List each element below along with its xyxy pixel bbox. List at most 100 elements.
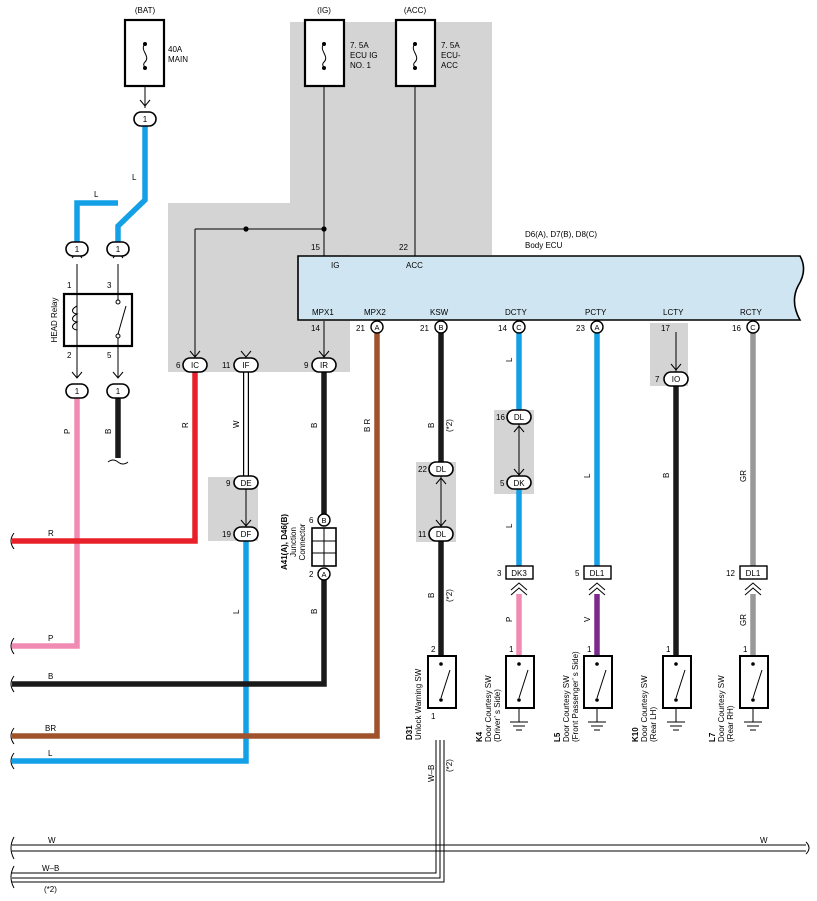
svg-text:DE: DE [240,479,251,488]
svg-text:B: B [321,516,326,525]
ecu-pin-lcty-num: 17 [661,324,670,333]
svg-text:DK3: DK3 [511,569,527,578]
ig-fuse-name: ECU IG [350,51,378,60]
wire-label-r: R [181,422,190,428]
svg-text:A: A [321,570,326,579]
svg-text:IF: IF [242,361,249,370]
wire-label-l-dcty2: L [505,523,514,528]
head-relay: 1 3 2 5 HEAD Relay [50,251,134,379]
svg-text:DL1: DL1 [590,569,605,578]
wire-label-star2b: (*2) [445,589,454,602]
bottom-buses: W W W–B (*2) [12,740,810,894]
wire-label-l-pcty: L [583,473,592,478]
wire-label-b-ksw1: B [427,423,436,428]
junction-line2: Connector [298,523,307,560]
bus-star-label: (*2) [44,885,57,894]
switch-k10: 1 K10 Door Courtesy SW (Rear LH) [631,645,692,742]
wire-label-gr-rcty1: GR [739,470,748,482]
svg-text:DF: DF [241,530,252,539]
switch-l5: 1 L5 Door Courtesy SW (Front Passenger’ … [553,645,613,742]
svg-text:2: 2 [309,570,314,579]
ecu-id: D6(A), D7(B), D8(C) [525,230,597,239]
connector-de: DE 9 [226,475,259,490]
left-bus-p-label: P [48,634,53,643]
connector-dl1-rcty: DL1 12 [726,565,768,596]
ig-fuse-name2: NO. 1 [350,61,371,70]
svg-text:1: 1 [666,645,671,654]
svg-text:2: 2 [431,645,436,654]
wire-label-b-lcty: B [662,473,671,478]
ecu-pin-dcty-num: 14 [498,324,507,333]
ig-label: (IG) [317,6,331,15]
switch-l5-name: Door Courtesy SW [562,675,571,742]
connector-relay-out-left: 1 [65,383,89,399]
ecu-pin-letter-a-mpx2: A [370,320,384,334]
svg-text:A: A [374,323,379,332]
relay-pin-2: 2 [67,351,72,360]
switch-l7-name: Door Courtesy SW [717,675,726,742]
junction-block-shade [168,22,492,372]
svg-text:12: 12 [726,569,735,578]
wire-label-l-top: L [132,173,137,182]
svg-text:1: 1 [509,645,514,654]
acc-fuse-amp: 7. 5A [441,41,460,50]
switch-k4-code: K4 [475,731,484,742]
svg-text:1: 1 [116,245,121,254]
junction-connector: B 6 A 2 A41(A), D46(B) Junction Connecto… [280,513,337,581]
ecu-pin-letter-c-rcty: C [746,320,760,334]
svg-text:1: 1 [743,645,748,654]
switch-l5-code: L5 [553,732,562,742]
wire-label-p: P [63,429,72,434]
switch-l5-sub: (Front Passenger’ s Side) [571,651,580,742]
connector-if: IF 11 [222,357,259,373]
ecu-name: Body ECU [525,241,563,250]
wire-label-star2c: (*2) [445,759,454,772]
svg-text:19: 19 [222,530,231,539]
svg-text:6: 6 [309,516,314,525]
connectors: 1 1 1 1 1 IC 6 IF 11 IR [65,111,768,596]
fuse-acc: (ACC) 7. 5A ECU- ACC [394,6,461,88]
bus-w-right-label: W [760,836,768,845]
ecu-pin-mpx2-num: 21 [356,324,365,333]
switch-k4: 1 K4 Door Courtesy SW (Driver’ s Side) [475,645,535,742]
switch-k10-name: Door Courtesy SW [640,675,649,742]
thin-lines [139,86,682,372]
connector-dl-upper: DL 22 [418,461,454,477]
switch-l7-code: L7 [708,732,717,742]
junction-line1: Junction [289,527,298,557]
relay-pin-3: 3 [107,281,112,290]
relay-pin-5: 5 [107,351,112,360]
wire-label-b-ir2: B [310,609,319,614]
wire-label-p-k4: P [505,617,514,622]
svg-text:1: 1 [587,645,592,654]
svg-text:9: 9 [226,479,231,488]
bat-fuse-amp: 40A [168,45,183,54]
wire-label-l-df: L [232,609,241,614]
bat-label: (BAT) [135,6,156,15]
ecu-pin-rcty-name: RCTY [740,308,762,317]
svg-text:1: 1 [75,387,80,396]
wire-label-w: W [232,420,241,428]
switch-l7-sub: (Rear RH) [726,705,735,742]
svg-text:1: 1 [143,115,148,124]
svg-text:5: 5 [575,569,580,578]
svg-text:1: 1 [431,712,436,721]
body-ecu: D6(A), D7(B), D8(C) Body ECU 15 22 IG AC… [297,230,805,334]
svg-text:DL: DL [436,530,447,539]
svg-text:IR: IR [320,361,328,370]
connector-ir: IR 9 [304,357,337,373]
svg-text:IO: IO [672,375,680,384]
wire-labels: L L P B R W B B B R B (*2) B (*2) L L P … [63,173,748,782]
ecu-pin-mpx1-num: 14 [311,324,320,333]
fuse-bat: (BAT) 40A MAIN [123,6,188,88]
fuse-ig: (IG) 7. 5A ECU IG NO. 1 [303,6,378,88]
svg-text:DL: DL [436,465,447,474]
ecu-pin-pcty-name: PCTY [585,308,607,317]
connector-relay-in-left: 1 [65,241,89,257]
ecu-pin-ksw-num: 21 [420,324,429,333]
switch-k4-name: Door Courtesy SW [484,675,493,742]
svg-text:7: 7 [655,375,660,384]
ecu-pin-dcty-name: DCTY [505,308,527,317]
switch-d31: 2 1 D31 Unlock Warning SW [405,645,457,740]
